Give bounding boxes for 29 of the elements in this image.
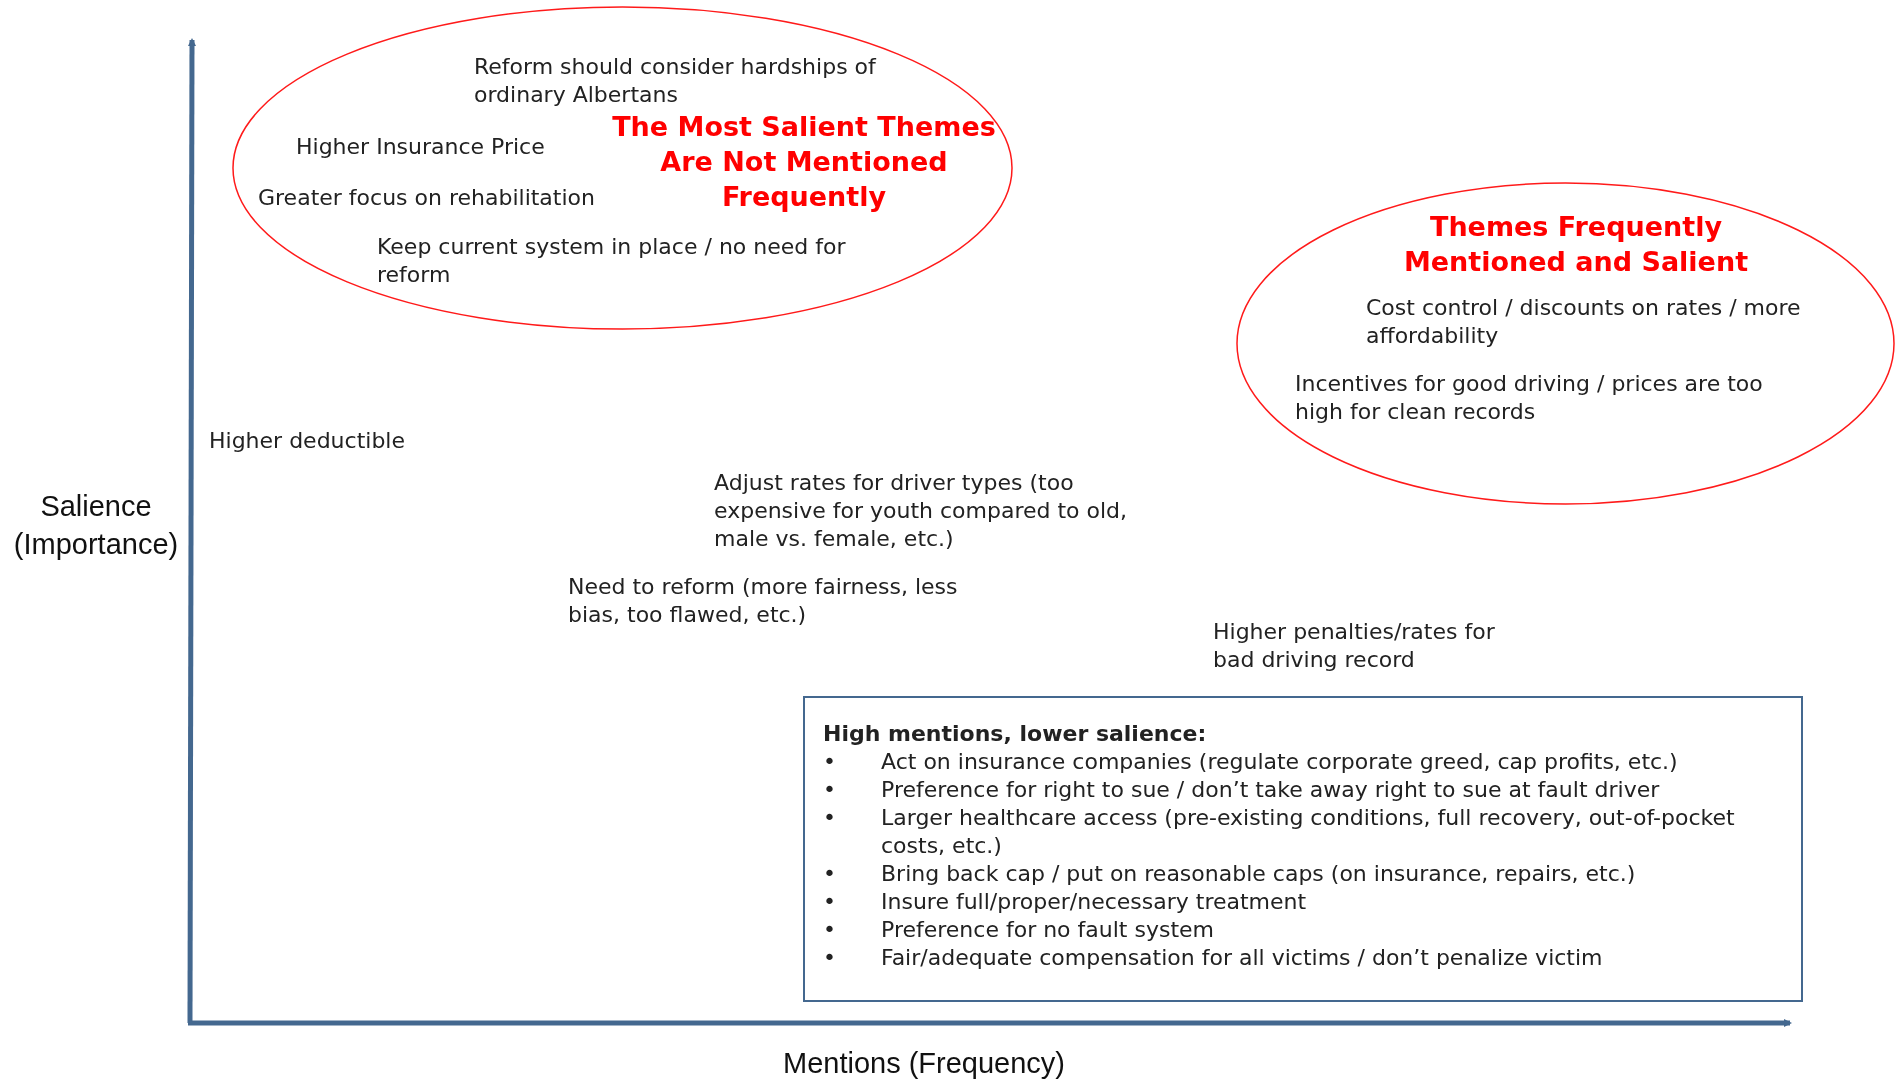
bullet-item: Bring back cap / put on reasonable caps (on insurance, repairs, etc.) xyxy=(881,860,1637,888)
bullet-item: Fair/adequate compensation for all victims / don’t penalize victim xyxy=(881,944,1604,972)
theme-text: Incentives for good driving / prices are too high for clean records xyxy=(1295,370,1764,426)
axis-title: Salience (Importance) xyxy=(12,489,180,562)
bullet-marker: • xyxy=(823,916,836,944)
axis-title: Mentions (Frequency) xyxy=(781,1046,1067,1081)
theme-text: Cost control / discounts on rates / more affordability xyxy=(1366,294,1802,350)
bullet-marker: • xyxy=(823,748,836,776)
bullet-item: Preference for no fault system xyxy=(881,916,1215,944)
theme-text: Reform should consider hardships of ordinary Albertans xyxy=(474,53,878,109)
theme-text: Keep current system in place / no need for reform xyxy=(377,233,847,289)
box-heading: High mentions, lower salience: xyxy=(823,720,1207,748)
bullet-item: Larger healthcare access (pre-existing conditions, full recovery, out-of-pocket costs, etc.) xyxy=(881,804,1736,860)
theme-text: Higher deductible xyxy=(209,427,406,455)
bullet-item: Insure full/proper/necessary treatment xyxy=(881,888,1308,916)
theme-text: Higher Insurance Price xyxy=(296,133,546,161)
ellipse-heading: Themes Frequently Mentioned and Salient xyxy=(1402,210,1750,279)
bullet-item: Preference for right to sue / don’t take away right to sue at fault driver xyxy=(881,776,1661,804)
bullet-marker: • xyxy=(823,944,836,972)
theme-text: Need to reform (more fairness, less bias, too flawed, etc.) xyxy=(568,573,959,629)
ellipse-heading: The Most Salient Themes Are Not Mentioned Frequently xyxy=(611,110,997,214)
theme-text: Greater focus on rehabilitation xyxy=(258,184,596,212)
bullet-item: Act on insurance companies (regulate corporate greed, cap profits, etc.) xyxy=(881,748,1679,776)
bullet-marker: • xyxy=(823,804,836,832)
theme-text: Higher penalties/rates for bad driving record xyxy=(1213,618,1496,674)
bullet-marker: • xyxy=(823,888,836,916)
bullet-marker: • xyxy=(823,860,836,888)
theme-text: Adjust rates for driver types (too expensive for youth compared to old, male vs. female, etc.) xyxy=(714,469,1129,553)
bullet-marker: • xyxy=(823,776,836,804)
